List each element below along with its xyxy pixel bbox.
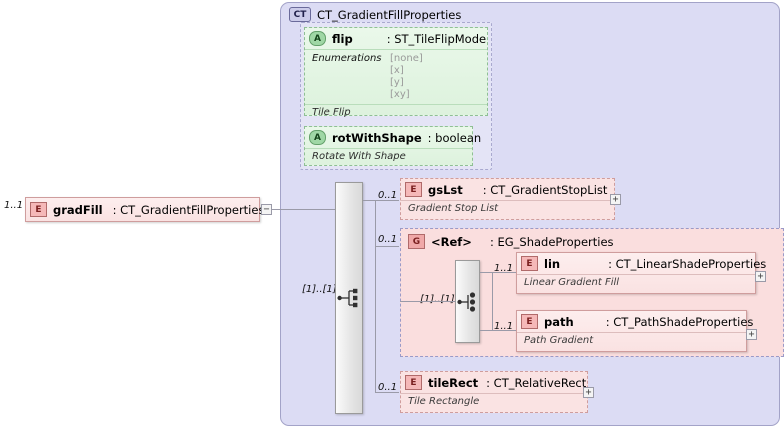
element-tilerect-annotation: Tile Rectangle: [401, 393, 587, 410]
group-shadeproperties-type: : EG_ShadeProperties: [489, 234, 614, 249]
choice-trunk: [492, 272, 493, 330]
element-gslst[interactable]: E gsLst : CT_GradientStopList Gradient S…: [400, 178, 615, 220]
element-gslst-header: E gsLst : CT_GradientStopList: [401, 179, 614, 200]
choice-icon: [456, 291, 475, 312]
element-badge-icon: E: [521, 256, 538, 271]
connector-group-to-choice: [400, 301, 455, 302]
attribute-rotwithshape-type: : boolean: [427, 130, 482, 145]
element-path-name: path: [544, 314, 574, 329]
element-lin-header: E lin : CT_LinearShadeProperties: [517, 253, 766, 274]
enumeration-values: [none] [x] [y] [xy]: [390, 53, 423, 101]
group-badge-icon: G: [408, 234, 425, 249]
element-tilerect[interactable]: E tileRect : CT_RelativeRect Tile Rectan…: [400, 371, 588, 413]
lin-cardinality: 1..1: [494, 263, 514, 274]
element-gradfill-header: E gradFill : CT_GradientFillProperties: [26, 198, 264, 220]
attribute-flip-enumerations: Enumerations [none] [x] [y] [xy]: [305, 49, 487, 104]
element-path-header: E path : CT_PathShadeProperties: [517, 311, 753, 332]
element-badge-icon: E: [30, 202, 47, 217]
element-tilerect-type: : CT_RelativeRect: [486, 375, 587, 390]
expand-toggle-path[interactable]: +: [746, 329, 757, 340]
enum-value: [y]: [390, 77, 404, 88]
element-path-type: : CT_PathShadeProperties: [605, 314, 754, 329]
element-lin[interactable]: E lin : CT_LinearShadeProperties Linear …: [516, 252, 766, 294]
attribute-rotwithshape-annotation: Rotate With Shape: [305, 148, 472, 165]
element-lin-annotation: Linear Gradient Fill: [517, 274, 755, 291]
sequence-branch-gslst: [363, 200, 399, 201]
element-badge-icon: E: [405, 375, 422, 390]
attribute-rotwithshape-name: rotWithShape: [332, 130, 422, 145]
attribute-badge-icon: A: [309, 31, 326, 46]
root-cardinality: 1..1: [4, 200, 24, 211]
attribute-badge-icon: A: [309, 130, 326, 145]
group-shadeproperties-name: <Ref>: [431, 234, 472, 249]
enum-value: [xy]: [390, 89, 410, 100]
enum-value: [x]: [390, 65, 404, 76]
attribute-flip-annotation: Tile Flip: [305, 104, 487, 121]
expand-toggle-tilerect[interactable]: +: [583, 387, 594, 398]
element-gslst-annotation: Gradient Stop List: [401, 200, 614, 217]
complex-type-badge: CT: [289, 7, 311, 22]
choice-branch-lin: [480, 272, 516, 273]
expand-toggle-gslst[interactable]: +: [610, 194, 621, 205]
element-gradfill-name: gradFill: [53, 202, 103, 217]
container-title: CT_GradientFillProperties: [317, 7, 462, 22]
sequence-trunk: [375, 200, 376, 392]
choice-compositor[interactable]: [455, 260, 480, 343]
sequence-branch-tilerect: [375, 392, 399, 393]
container-header: CT CT_GradientFillProperties: [281, 3, 779, 22]
element-gslst-name: gsLst: [428, 182, 463, 197]
outer-sequence-cardinality: [1]..[1]: [302, 284, 337, 295]
enumerations-label: Enumerations: [312, 53, 382, 64]
sequence-compositor[interactable]: [335, 182, 363, 414]
element-path[interactable]: E path : CT_PathShadeProperties Path Gra…: [516, 310, 753, 352]
group-shadeproperties-header: G <Ref> : EG_ShadeProperties: [401, 229, 783, 251]
attribute-rotwithshape[interactable]: A rotWithShape : boolean Rotate With Sha…: [304, 126, 481, 166]
enum-value: [none]: [390, 53, 423, 64]
element-badge-icon: E: [405, 182, 422, 197]
attribute-flip-name: flip: [332, 31, 353, 46]
attribute-rotwithshape-header: A rotWithShape : boolean: [305, 127, 481, 148]
expand-toggle-lin[interactable]: +: [755, 271, 766, 282]
tilerect-cardinality: 0..1: [378, 382, 398, 393]
group-cardinality: 0..1: [378, 234, 398, 245]
sequence-icon: [337, 288, 358, 308]
attribute-flip-header: A flip : ST_TileFlipMode: [305, 28, 487, 49]
element-gradfill[interactable]: E gradFill : CT_GradientFillProperties: [25, 197, 264, 222]
choice-branch-path: [480, 330, 516, 331]
collapse-toggle-gradfill[interactable]: −: [261, 204, 272, 215]
element-tilerect-header: E tileRect : CT_RelativeRect: [401, 372, 587, 393]
gslst-cardinality: 0..1: [378, 190, 398, 201]
sequence-branch-group: [375, 246, 399, 247]
attribute-flip-type: : ST_TileFlipMode: [386, 31, 487, 46]
path-cardinality: 1..1: [494, 321, 514, 332]
element-lin-type: : CT_LinearShadeProperties: [608, 256, 767, 271]
element-tilerect-name: tileRect: [428, 375, 479, 390]
attribute-flip[interactable]: A flip : ST_TileFlipMode Enumerations [n…: [304, 27, 488, 118]
element-lin-name: lin: [544, 256, 561, 271]
element-gslst-type: : CT_GradientStopList: [482, 182, 608, 197]
element-badge-icon: E: [521, 314, 538, 329]
element-path-annotation: Path Gradient: [517, 332, 746, 349]
inner-choice-cardinality: [1]..[1]: [420, 294, 455, 305]
connector-root-to-sequence: [272, 209, 340, 210]
element-gradfill-type: : CT_GradientFillProperties: [112, 202, 265, 217]
